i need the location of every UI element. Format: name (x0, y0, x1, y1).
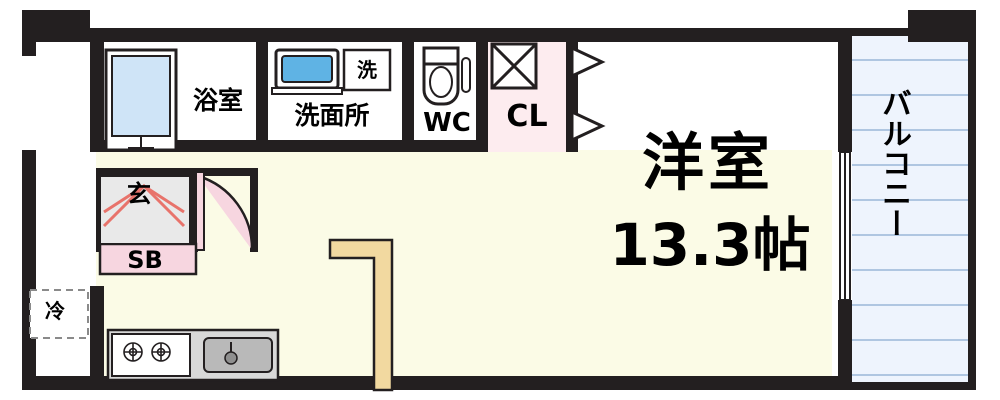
vanity-sink (271, 48, 343, 95)
room-label-laundry: 洗 (357, 58, 377, 82)
balcony-area (852, 28, 976, 390)
balcony-grid (852, 59, 976, 376)
room-label-wc: WC (423, 108, 471, 138)
fridge-space (29, 289, 89, 339)
closet-x-mark (490, 42, 538, 90)
kitchen-counter (106, 328, 280, 382)
sliding-window (839, 151, 851, 301)
room-label-main-room: 洋室 (641, 126, 774, 199)
room-label-fridge: 冷 (45, 299, 65, 323)
room-label-main-room-size: 13.3帖 (609, 211, 811, 279)
closet-door-arrows (570, 45, 606, 143)
room-door (328, 238, 394, 392)
bathtub (104, 48, 178, 152)
entrance-door (195, 171, 254, 251)
entrance-step (99, 175, 191, 245)
living-floor (262, 150, 832, 390)
room-label-bath: 浴室 (192, 86, 243, 115)
room-label-shoebox: SB (127, 246, 163, 274)
room-label-balcony: バルコニー (876, 88, 911, 238)
toilet (422, 46, 471, 106)
laundry-box (342, 48, 392, 92)
room-label-washroom: 洗面所 (294, 101, 370, 130)
room-label-entrance: 玄 (127, 180, 151, 208)
room-label-closet: CL (506, 99, 548, 134)
